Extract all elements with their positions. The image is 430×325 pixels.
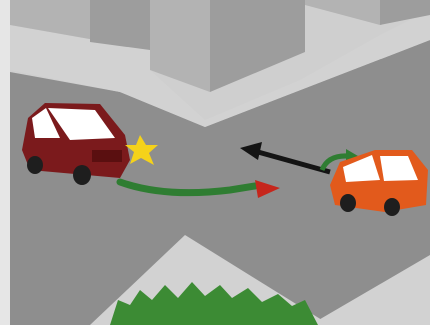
- hatchback-wheel-front: [340, 194, 356, 212]
- page-edge: [0, 0, 10, 325]
- van-grille: [92, 150, 122, 162]
- building-left-side: [90, 0, 150, 50]
- van-wheel-rear: [27, 156, 43, 174]
- van-wheel-front: [73, 165, 91, 185]
- hatchback-wheel-rear: [384, 198, 400, 216]
